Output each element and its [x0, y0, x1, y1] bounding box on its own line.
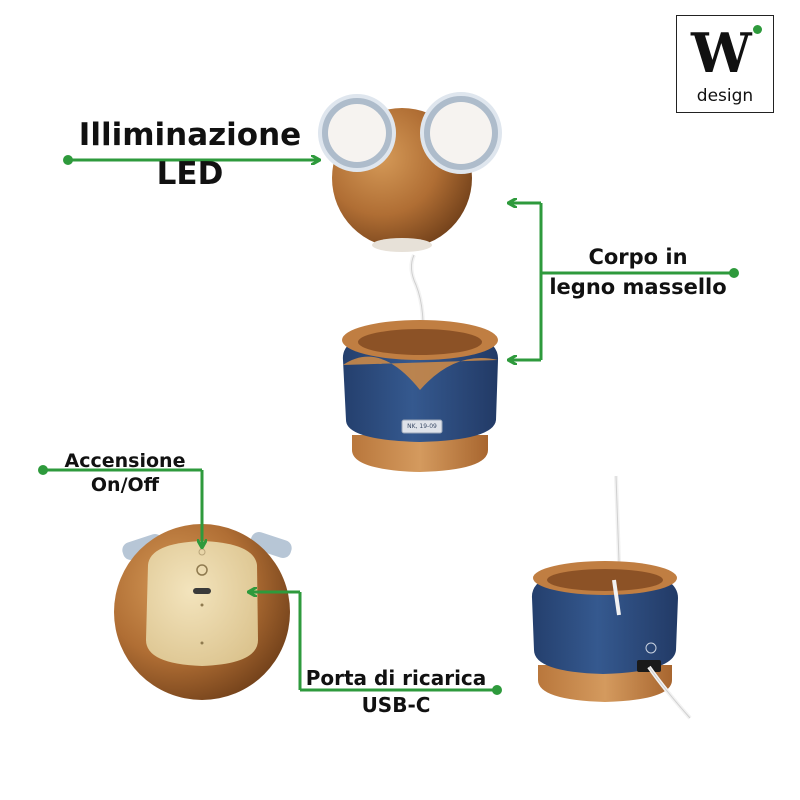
lamp-base	[342, 320, 499, 472]
callout-arrows	[38, 155, 739, 695]
body-label-line2: legno massello	[549, 275, 727, 300]
port-label-line2: USB-C	[361, 693, 431, 717]
port-label-line1: Porta di ricarica	[305, 666, 487, 690]
body-label: Corpo in legno massello	[548, 242, 728, 303]
logo-text: design	[696, 86, 754, 106]
led-label-line2: LED	[156, 155, 224, 192]
led-label-line1: Illiminazione	[78, 117, 302, 153]
switch-label-line2: On/Off	[90, 473, 160, 496]
lamp-head	[318, 92, 502, 252]
body-label-line1: Corpo in	[588, 245, 688, 269]
base-tag: NK, 19-09	[407, 423, 437, 430]
brand-logo: W design	[676, 15, 774, 113]
lamp-base-back	[531, 475, 692, 720]
port-label: Porta di ricarica USB-C	[296, 665, 496, 719]
logo-dot	[753, 25, 762, 34]
lamp-head-back	[114, 524, 292, 700]
switch-label-line1: Accensione	[64, 450, 186, 472]
switch-label: Accensione On/Off	[50, 450, 200, 498]
led-label: Illiminazione LED	[70, 116, 310, 194]
logo-letter: W	[691, 21, 752, 85]
